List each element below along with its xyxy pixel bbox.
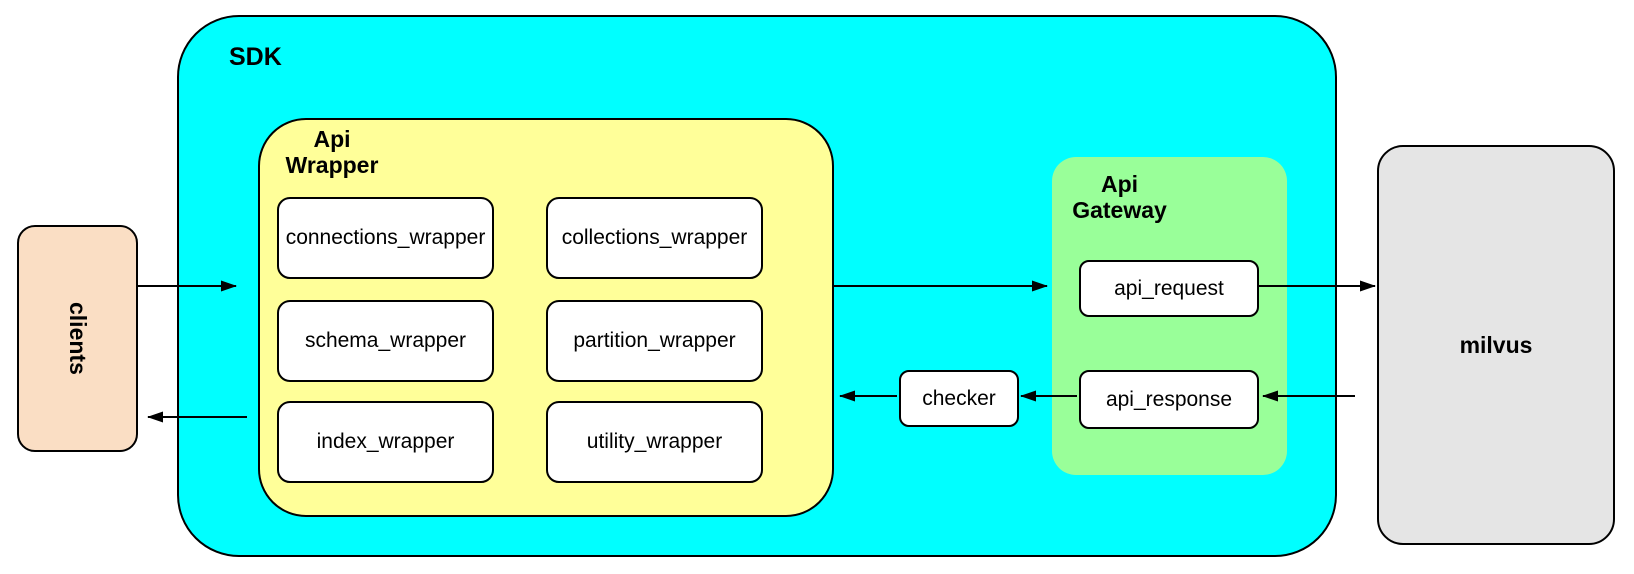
schema-wrapper-node: schema_wrapper <box>277 300 494 382</box>
milvus-node: milvus <box>1377 145 1615 545</box>
api-response-node: api_response <box>1079 370 1259 429</box>
sdk-container: SDK Api Wrapper connections_wrapper coll… <box>177 15 1337 557</box>
milvus-label: milvus <box>1459 331 1533 358</box>
api-wrapper-container: Api Wrapper connections_wrapper collecti… <box>258 118 834 517</box>
checker-node: checker <box>899 370 1019 427</box>
utility-wrapper-node: utility_wrapper <box>546 401 763 483</box>
api-gateway-label: Api Gateway <box>1072 171 1167 224</box>
api-wrapper-label: Api Wrapper <box>285 126 379 179</box>
api-request-node: api_request <box>1079 260 1259 317</box>
clients-label: clients <box>65 302 91 375</box>
collections-wrapper-node: collections_wrapper <box>546 197 763 279</box>
partition-wrapper-node: partition_wrapper <box>546 300 763 382</box>
api-gateway-container: Api Gateway api_request api_response <box>1052 157 1287 475</box>
sdk-label: SDK <box>229 43 282 71</box>
clients-node: clients <box>17 225 138 452</box>
connections-wrapper-node: connections_wrapper <box>277 197 494 279</box>
index-wrapper-node: index_wrapper <box>277 401 494 483</box>
